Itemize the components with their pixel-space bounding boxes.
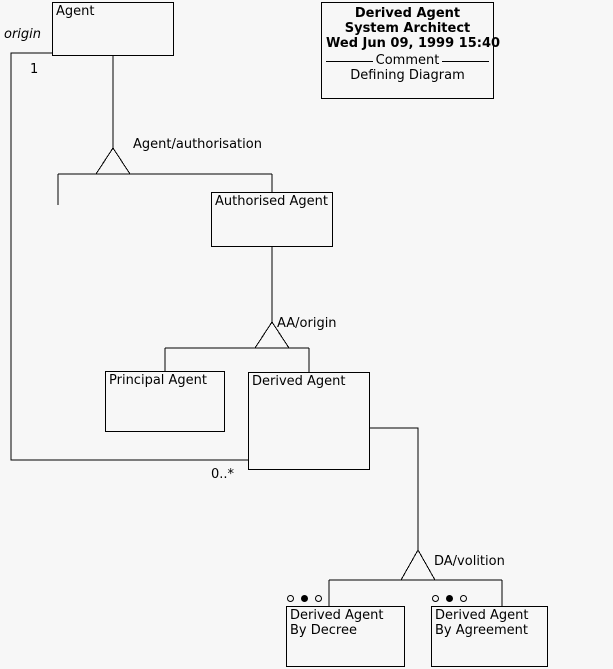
marker-filled-middle [446, 595, 453, 602]
class-name-derived-agent-by-agreement: Derived Agent By Agreement [435, 608, 529, 638]
generalization-da-volition-triangle [400, 548, 436, 581]
marker-filled-middle [301, 595, 308, 602]
separator-rule-right [442, 60, 490, 62]
association-origin-line [10, 52, 248, 461]
association-role-label-origin: origin [4, 27, 42, 42]
marker-hollow-right [315, 595, 322, 602]
marker-hollow-left [432, 595, 439, 602]
separator-rule-left [326, 60, 373, 62]
title-block-comment: Defining Diagram [350, 68, 465, 83]
markers-derived-agent-by-decree [287, 595, 322, 602]
marker-hollow-left [287, 595, 294, 602]
association-multiplicity-source: 1 [30, 62, 39, 77]
class-box-derived-agent-by-agreement[interactable]: Derived Agent By Agreement [431, 606, 548, 667]
generalization-label-aa-origin: AA/origin [277, 316, 337, 331]
title-block-name: Derived Agent [354, 6, 461, 21]
title-block-separator: Comment [326, 53, 490, 68]
class-box-agent[interactable]: Agent [52, 2, 174, 56]
generalization-agent-authorisation-triangle [95, 147, 131, 175]
title-block-section-label: Comment [375, 53, 440, 68]
title-block-author: System Architect [344, 21, 471, 36]
class-box-principal-agent[interactable]: Principal Agent [105, 371, 225, 432]
title-block-timestamp: Wed Jun 09, 1999 15:40 [326, 36, 501, 51]
generalization-label-da-volition: DA/volition [434, 554, 505, 569]
title-comment-block: Derived Agent System Architect Wed Jun 0… [321, 2, 501, 99]
class-box-authorised-agent[interactable]: Authorised Agent [211, 192, 333, 247]
class-name-principal-agent: Principal Agent [109, 373, 208, 388]
class-box-derived-agent[interactable]: Derived Agent [248, 372, 370, 470]
marker-hollow-right [460, 595, 467, 602]
association-multiplicity-target: 0..* [211, 467, 235, 482]
class-box-derived-agent-by-decree[interactable]: Derived Agent By Decree [286, 606, 405, 667]
class-name-derived-agent-by-decree: Derived Agent By Decree [290, 608, 384, 638]
class-name-agent: Agent [56, 4, 95, 19]
generalization-da-volition-stem [370, 427, 419, 550]
class-name-authorised-agent: Authorised Agent [215, 194, 329, 209]
generalization-label-agent-authorisation: Agent/authorisation [133, 137, 262, 152]
markers-derived-agent-by-agreement [432, 595, 467, 602]
class-name-derived-agent: Derived Agent [252, 374, 346, 389]
